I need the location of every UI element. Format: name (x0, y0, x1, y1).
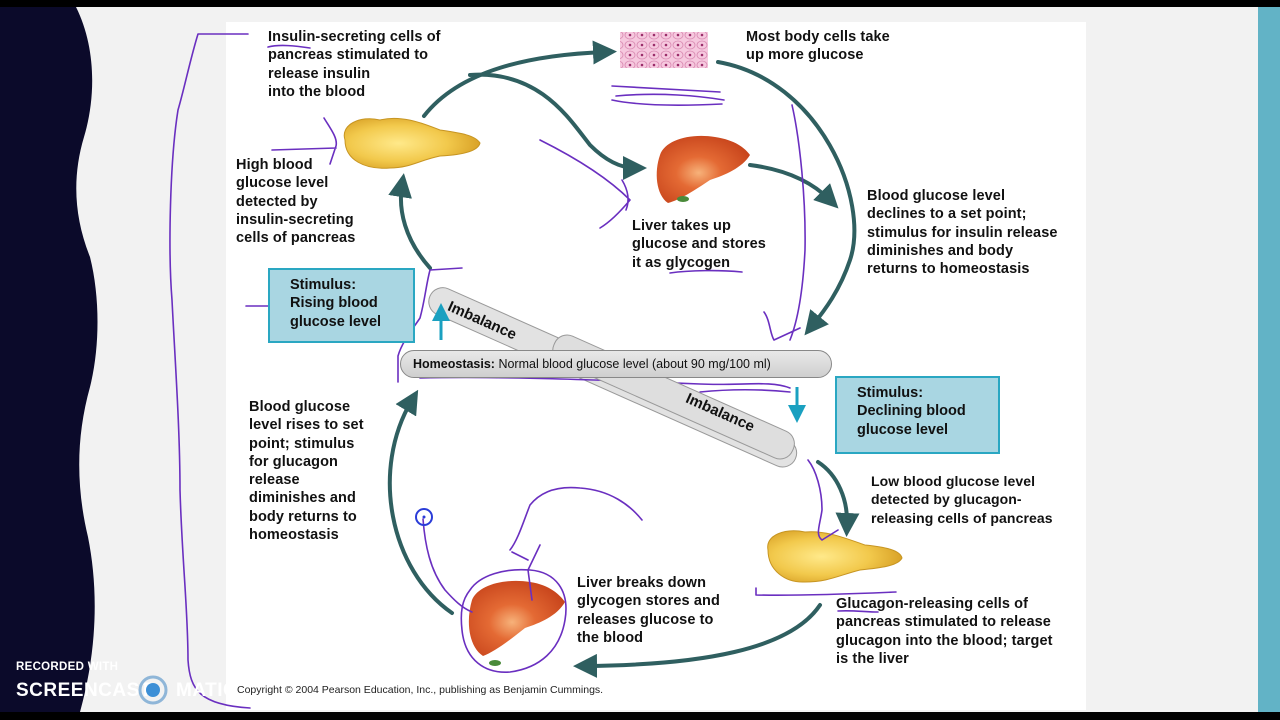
right-accent-bar (1258, 7, 1280, 712)
pen-annotations (169, 33, 897, 709)
left-wave-border (0, 7, 98, 712)
caption-insulin-release: Insulin-secreting cells of pancreas stim… (268, 29, 441, 100)
caption-high-glucose: High blood glucose level detected by ins… (236, 157, 356, 247)
liver-lower-illustration (468, 580, 565, 656)
stimulus-declining-box: Stimulus: Declining blood glucose level (835, 376, 1000, 454)
body-cells-illustration (620, 32, 708, 68)
recorded-with-label: RECORDED WITH (16, 661, 119, 673)
pancreas-lower-illustration (767, 530, 903, 583)
caption-body-cells: Most body cells take up more glucose (746, 29, 890, 64)
caption-glucose-declines: Blood glucose level declines to a set po… (867, 188, 1058, 278)
arrow-pancreas-to-cells (422, 40, 617, 118)
arrow-cells-to-setpoint (716, 60, 857, 336)
caption-liver-stores: Liver takes up glucose and stores it as … (632, 218, 766, 271)
caption-glucose-rises: Blood glucose level rises to set point; … (249, 399, 364, 544)
arrow-stimulus-to-lower-pancreas (816, 460, 860, 537)
homeostasis-text: Normal blood glucose level (about 90 mg/… (494, 357, 771, 371)
screencast-brand-left: SCREENCAST (16, 680, 152, 701)
arrow-liver-to-setpoint (748, 163, 839, 209)
caption-liver-breaks-down: Liver breaks down glycogen stores and re… (577, 575, 720, 646)
arrow-liver-to-homeostasis (387, 389, 454, 615)
arrow-lower-pancreas-to-liver (573, 603, 822, 678)
caption-glucagon-release: Glucagon-releasing cells of pancreas sti… (836, 596, 1053, 667)
liver-upper-illustration (656, 135, 750, 203)
top-black-bar (0, 0, 1280, 7)
stimulus-rising-box: Stimulus: Rising blood glucose level (268, 268, 415, 343)
caption-low-glucose: Low blood glucose level detected by gluc… (871, 473, 1053, 526)
bottom-black-bar (0, 712, 1280, 720)
record-circle-icon (138, 675, 168, 705)
homeostasis-label: Homeostasis: (413, 357, 495, 371)
copyright-notice: Copyright © 2004 Pearson Education, Inc.… (237, 684, 604, 696)
pancreas-upper-illustration (343, 117, 481, 169)
screencast-brand-right: MATIC (176, 680, 238, 701)
homeostasis-bar: Homeostasis: Normal blood glucose level … (400, 350, 832, 378)
arrow-stimulus-to-pancreas (388, 173, 432, 270)
cursor-indicator-icon (415, 508, 433, 526)
arrow-pancreas-to-liver (468, 72, 647, 180)
